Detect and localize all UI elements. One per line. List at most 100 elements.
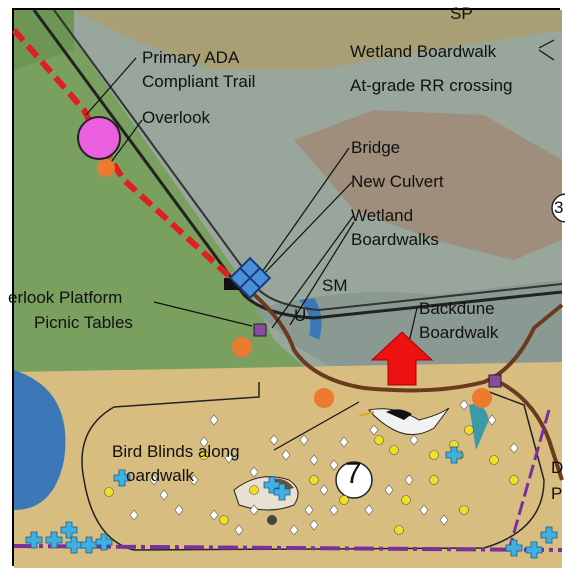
map-yellow-dot-symbol	[429, 450, 439, 460]
bird-blind-cross-icon	[25, 531, 43, 549]
map-diamond-symbol	[459, 399, 469, 411]
map-yellow-dot-symbol	[374, 435, 384, 445]
label-edge-p: P	[551, 484, 563, 503]
label-primary-ada-trail: Primary ADA	[142, 48, 240, 67]
label-rr-crossing: At-grade RR crossing	[350, 76, 513, 95]
bird-blind-cross-icon	[95, 533, 113, 551]
label-backdune-boardwalk-2: Boardwalk	[419, 323, 499, 342]
map-diamond-symbol	[439, 514, 449, 526]
map-frame: SP Primary ADA Compliant Trail Overlook …	[8, 4, 565, 568]
label-wetland-boardwalk: Wetland Boardwalk	[350, 42, 497, 61]
map-yellow-dot-symbol	[464, 425, 474, 435]
map-yellow-dot-symbol	[429, 475, 439, 485]
label-sm: SM	[322, 276, 348, 295]
boardwalk-square-marker	[488, 374, 502, 388]
map-diamond-symbol	[329, 459, 339, 471]
purple-line	[13, 544, 563, 552]
map-diamond-symbol	[249, 504, 259, 516]
map-diamond-symbol	[309, 454, 319, 466]
map-diamond-symbol	[299, 434, 309, 446]
map-yellow-dot-symbol	[104, 487, 114, 497]
bird-illustration-tern	[358, 407, 450, 435]
bird-blind-cross-icon	[525, 541, 543, 559]
map-diamond-symbol	[189, 474, 199, 486]
pond-area	[469, 404, 489, 450]
map-diamond-symbol	[129, 509, 139, 521]
map-diamond-symbol	[304, 504, 314, 516]
map-diamond-symbol	[339, 436, 349, 448]
map-yellow-dot-symbol	[394, 525, 404, 535]
map-yellow-dot-symbol	[509, 475, 519, 485]
dark-wetland-area	[254, 280, 562, 380]
label-site-number: 7	[345, 457, 362, 490]
overlook-markers	[97, 159, 492, 408]
map-diamond-symbol	[369, 424, 379, 436]
map-diamond-symbol	[319, 484, 329, 496]
label-bridge: Bridge	[351, 138, 401, 157]
bird-blind-cross-icon	[540, 526, 558, 544]
map-yellow-dot-symbol	[309, 475, 319, 485]
map-yellow-dot-symbol	[459, 505, 469, 515]
bird-blind-cross-icon	[273, 483, 291, 501]
label-wetland-boardwalks-2: Boardwalks	[351, 230, 439, 249]
label-bird-blinds: Bird Blinds along	[112, 442, 240, 461]
map-diamond-symbol	[404, 474, 414, 486]
dots-layer	[25, 399, 558, 559]
bird-blind-cross-icon	[45, 531, 63, 549]
magenta-marker	[77, 116, 121, 160]
map-diamond-symbol	[409, 434, 419, 446]
map-yellow-dot-symbol	[401, 495, 411, 505]
top-hill-area	[74, 10, 562, 70]
label-overlook-platform: erlook Platform	[8, 288, 123, 307]
edge-number-circle	[551, 193, 565, 223]
map-diamond-symbol	[234, 524, 244, 536]
label-u: U	[294, 306, 307, 325]
railroad-line-inner	[53, 9, 563, 312]
map-yellow-dot-symbol	[199, 450, 209, 460]
map-yellow-dot-symbol	[489, 455, 499, 465]
platform-square-marker	[253, 323, 267, 337]
map-yellow-dot-symbol	[389, 445, 399, 455]
bird-blind-cross-icon	[80, 536, 98, 554]
bird-blind-cross-icon	[113, 469, 131, 487]
map-diamond-symbol	[159, 489, 169, 501]
map-canvas	[11, 9, 565, 568]
map-diamond-symbol	[209, 414, 219, 426]
map-yellow-dot-symbol	[339, 495, 349, 505]
mudflat-area	[294, 110, 562, 260]
map-diamond-symbol	[364, 504, 374, 516]
map-diamond-symbol	[249, 466, 259, 478]
map-yellow-dot-symbol	[219, 515, 229, 525]
map-diamond-symbol	[419, 504, 429, 516]
map-diamond-symbol	[269, 434, 279, 446]
map-diamond-symbol	[174, 504, 184, 516]
bridge-icon	[228, 256, 272, 300]
map-diamond-symbol	[509, 442, 519, 454]
site-number-circle	[335, 461, 373, 499]
map-diamond-symbol	[281, 449, 291, 461]
purple-line-vertical	[507, 409, 551, 551]
label-backdune-boardwalk: Backdune	[419, 299, 495, 318]
water-area	[14, 370, 66, 510]
label-picnic-tables: Picnic Tables	[34, 313, 133, 332]
label-primary-ada-trail-2: Compliant Trail	[142, 72, 256, 91]
upper-grass-area	[14, 10, 74, 70]
red-arrow	[370, 331, 434, 386]
map-diamond-symbol	[199, 436, 209, 448]
sand-area	[14, 362, 562, 568]
map-diamond-symbol	[209, 509, 219, 521]
bird-blind-cross-icon	[505, 539, 523, 557]
map-diamond-symbol	[487, 414, 497, 426]
map-diamond-symbol	[224, 452, 234, 464]
map-yellow-dot-symbol	[249, 485, 259, 495]
map-diamond-symbol	[309, 519, 319, 531]
label-new-culvert: New Culvert	[351, 172, 444, 191]
bird-blind-cross-icon	[445, 446, 463, 464]
label-wetland-boardwalks: Wetland	[351, 206, 414, 225]
map-diamond-symbol	[329, 504, 339, 516]
map-diamond-symbol	[149, 474, 159, 486]
map-diamond-symbol	[289, 524, 299, 536]
bird-blind-cross-icon	[65, 536, 83, 554]
label-sp: SP	[450, 4, 473, 23]
label-bird-blinds-2: oardwalk	[126, 466, 195, 485]
